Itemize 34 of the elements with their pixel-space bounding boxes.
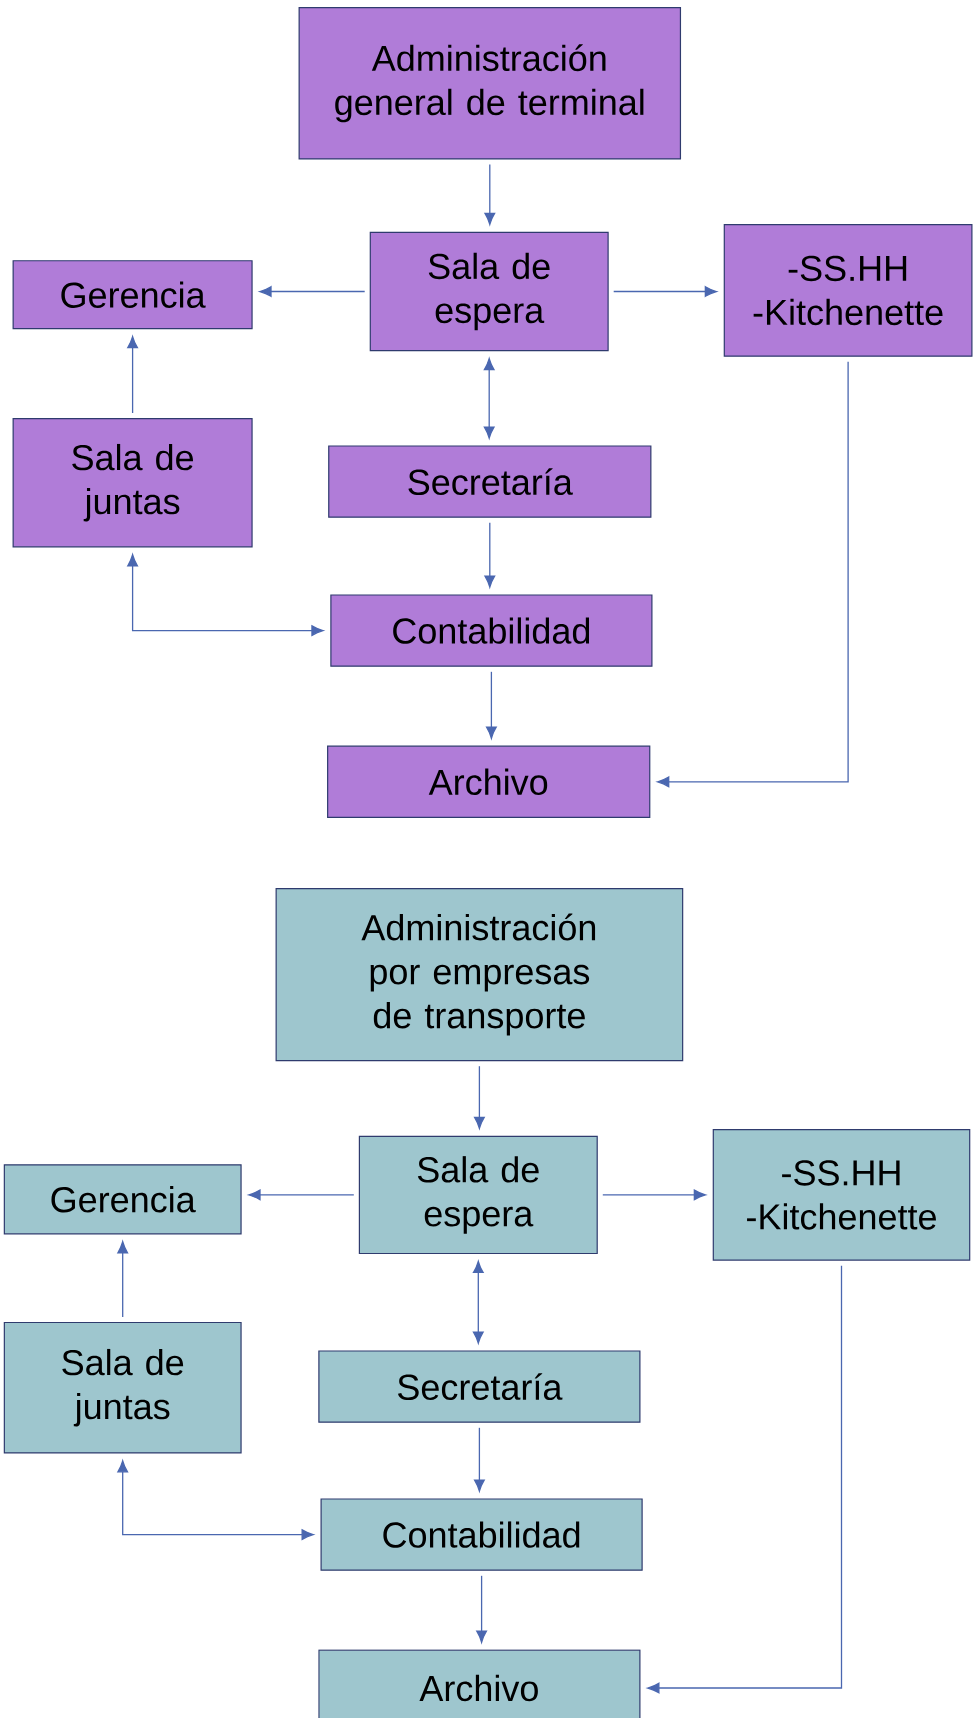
arrow (473, 1065, 485, 1129)
arrow (647, 1265, 843, 1694)
process-box: Secretaría (328, 445, 652, 518)
process-box: -SS.HH -Kitchenette (712, 1129, 971, 1261)
arrow (259, 286, 366, 297)
process-box: Sala de espera (358, 1135, 598, 1255)
arrow (117, 1460, 314, 1541)
process-box: Administración general de terminal (298, 7, 682, 160)
arrow (602, 1189, 706, 1201)
arrow (483, 357, 495, 439)
arrow (484, 163, 496, 226)
arrow (476, 1575, 488, 1643)
process-box: Sala de espera (369, 231, 609, 352)
arrow (472, 1260, 484, 1344)
process-box: Contabilidad (320, 1498, 643, 1571)
process-box: Gerencia (3, 1164, 242, 1235)
arrow (248, 1189, 355, 1201)
process-box: Gerencia (12, 260, 253, 330)
arrow (117, 1241, 129, 1318)
arrow (484, 522, 496, 588)
arrow (485, 671, 497, 739)
process-box: Secretaría (318, 1350, 641, 1423)
process-box: Administración por empresas de transporte (275, 888, 684, 1062)
process-box: -SS.HH -Kitchenette (723, 224, 973, 357)
process-box: Sala de juntas (3, 1321, 242, 1454)
process-box: Archivo (327, 745, 651, 818)
arrow (473, 1427, 485, 1492)
process-box: Archivo (318, 1649, 641, 1718)
process-box: Sala de juntas (12, 418, 253, 548)
arrow (657, 361, 849, 788)
process-box: Contabilidad (330, 594, 653, 667)
arrow (613, 286, 717, 297)
arrow (127, 335, 139, 414)
arrow (127, 554, 324, 637)
